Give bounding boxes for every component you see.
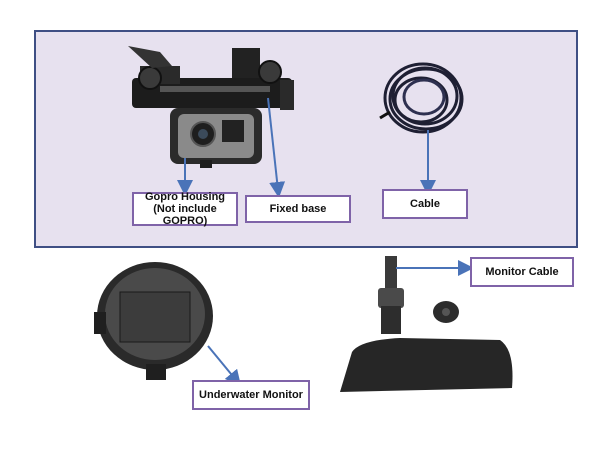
label-fixed-base-text: Fixed base xyxy=(269,203,327,215)
label-gopro-housing-text: Gopro Housing xyxy=(144,191,226,203)
label-underwater-monitor-text: Underwater Monitor xyxy=(199,389,303,401)
label-cable-text: Cable xyxy=(410,198,440,210)
gimbal-fixed-base-image xyxy=(128,46,294,110)
arrow-fixed-base xyxy=(267,97,286,198)
label-monitor-cable-text: Monitor Cable xyxy=(485,266,559,278)
label-gopro-note-text: (Not include GOPRO) xyxy=(153,203,217,227)
underwater-monitor-image xyxy=(94,262,213,380)
label-fixed-base: Fixed base xyxy=(245,195,351,223)
label-monitor-cable: Monitor Cable xyxy=(470,257,574,287)
cable-coil-image xyxy=(379,62,464,134)
callout-arrows xyxy=(177,97,474,387)
label-cable: Cable xyxy=(382,189,468,219)
label-gopro-housing: Gopro Housing (Not include GOPRO) xyxy=(132,191,238,227)
monitor-cable-image xyxy=(340,256,513,392)
label-underwater-monitor: Underwater Monitor xyxy=(192,380,310,410)
arrow-underwater-monitor xyxy=(207,345,242,387)
gopro-housing-image xyxy=(170,108,262,168)
